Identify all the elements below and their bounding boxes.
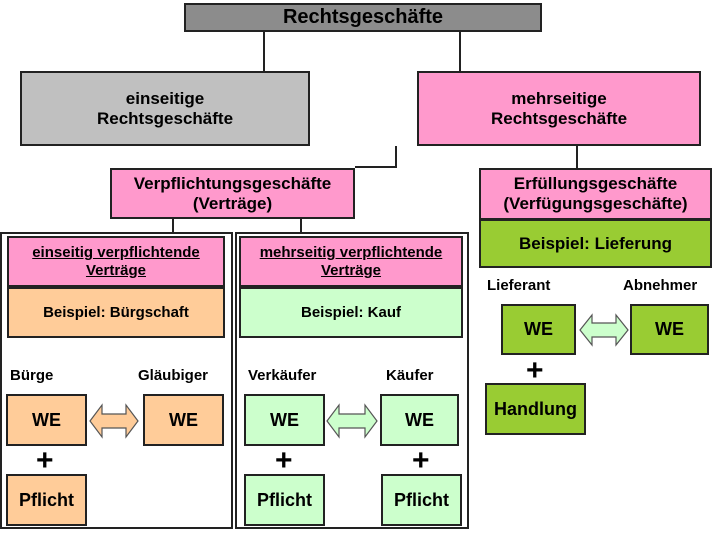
plus-sign: +: [526, 354, 544, 387]
mehrseitig-verpflichtende-node: mehrseitig verpflichtende Verträge: [239, 236, 463, 287]
erfuellung-line1: Erfüllungsgeschäfte: [513, 174, 678, 194]
plus-sign-left: +: [275, 444, 293, 477]
mehrseitig-example-box: Beispiel: Kauf: [239, 287, 463, 338]
mehrseitig-we-right-label: WE: [405, 409, 434, 430]
mehrseitig-pflicht-left-label: Pflicht: [256, 489, 312, 510]
connector-elbow-vertical: [395, 146, 397, 168]
mehrseitig-pflicht-right: Pflicht: [381, 474, 462, 526]
connector-elbow-horizontal: [355, 166, 397, 168]
einseitig-example-box: Beispiel: Bürgschaft: [7, 287, 225, 338]
party-buerge: Bürge: [10, 367, 54, 384]
connector-root-down-right: [459, 31, 461, 71]
connector-verpflichtung-left: [172, 218, 174, 234]
plus-sign-right: +: [412, 444, 430, 477]
party-lieferant: Lieferant: [487, 277, 551, 294]
erfuellung-example-box: Beispiel: Lieferung: [479, 219, 712, 268]
erfuellung-we-left: WE: [501, 304, 576, 355]
mehrseitig-line1: mehrseitig verpflichtende: [259, 244, 443, 262]
party-kaeufer: Käufer: [386, 367, 434, 384]
mehrseitig-line2: Verträge: [320, 261, 382, 279]
mehrseitig-group-frame: [235, 232, 469, 529]
mehrseitig-example: Beispiel: Kauf: [300, 303, 402, 321]
einseitig-pflicht: Pflicht: [6, 474, 87, 526]
connector-root-down-left: [263, 31, 265, 71]
double-arrow-icon: [579, 313, 629, 347]
erfuellungsgeschaefte-node: Erfüllungsgeschäfte (Verfügungsgeschäfte…: [479, 168, 712, 220]
party-verkaeufer: Verkäufer: [248, 367, 317, 384]
verpflichtung-line2: (Verträge): [192, 193, 273, 213]
mehrseitige-rechtsgeschaefte-node: mehrseitige Rechtsgeschäfte: [417, 71, 701, 146]
einseitig-we-right: WE: [143, 394, 224, 446]
mehrseitige-line1: mehrseitige: [511, 88, 607, 108]
connector-right-branch-down: [576, 146, 578, 168]
plus-sign: +: [36, 444, 54, 477]
einseitige-line1: einseitige: [125, 88, 205, 108]
einseitig-line1: einseitig verpflichtende: [32, 244, 200, 262]
party-abnehmer: Abnehmer: [623, 277, 698, 294]
einseitig-we-right-label: WE: [169, 409, 198, 430]
erfuellung-handlung: Handlung: [485, 383, 586, 435]
mehrseitig-we-left: WE: [244, 394, 325, 446]
erfuellung-handlung-label: Handlung: [494, 398, 577, 419]
einseitige-rechtsgeschaefte-node: einseitige Rechtsgeschäfte: [20, 71, 310, 146]
erfuellung-we-right: WE: [630, 304, 709, 355]
einseitig-pflicht-label: Pflicht: [18, 489, 74, 510]
connector-verpflichtung-right: [300, 218, 302, 234]
root-title: Rechtsgeschäfte: [282, 6, 444, 28]
mehrseitig-we-right: WE: [380, 394, 459, 446]
verpflichtungsgeschaefte-node: Verpflichtungsgeschäfte (Verträge): [110, 168, 355, 219]
double-arrow-icon: [326, 403, 378, 439]
einseitig-group-frame: [0, 232, 233, 529]
einseitig-line2: Verträge: [85, 261, 147, 279]
root-node: Rechtsgeschäfte: [184, 3, 542, 32]
mehrseitige-line2: Rechtsgeschäfte: [490, 108, 628, 128]
einseitig-example: Beispiel: Bürgschaft: [43, 303, 189, 321]
party-glaeubiger: Gläubiger: [138, 367, 209, 384]
einseitig-we-left-label: WE: [32, 409, 61, 430]
mehrseitig-pflicht-right-label: Pflicht: [393, 489, 449, 510]
mehrseitig-pflicht-left: Pflicht: [244, 474, 325, 526]
mehrseitig-we-left-label: WE: [270, 409, 299, 430]
erfuellung-we-left-label: WE: [524, 319, 553, 340]
einseitige-line2: Rechtsgeschäfte: [96, 108, 234, 128]
einseitig-verpflichtende-node: einseitig verpflichtende Verträge: [7, 236, 225, 287]
erfuellung-example: Beispiel: Lieferung: [518, 233, 673, 253]
erfuellung-line2: (Verfügungsgeschäfte): [503, 194, 688, 213]
einseitig-we-left: WE: [6, 394, 87, 446]
verpflichtung-line1: Verpflichtungsgeschäfte: [133, 173, 332, 193]
double-arrow-icon: [89, 403, 139, 439]
erfuellung-we-right-label: WE: [655, 319, 684, 340]
